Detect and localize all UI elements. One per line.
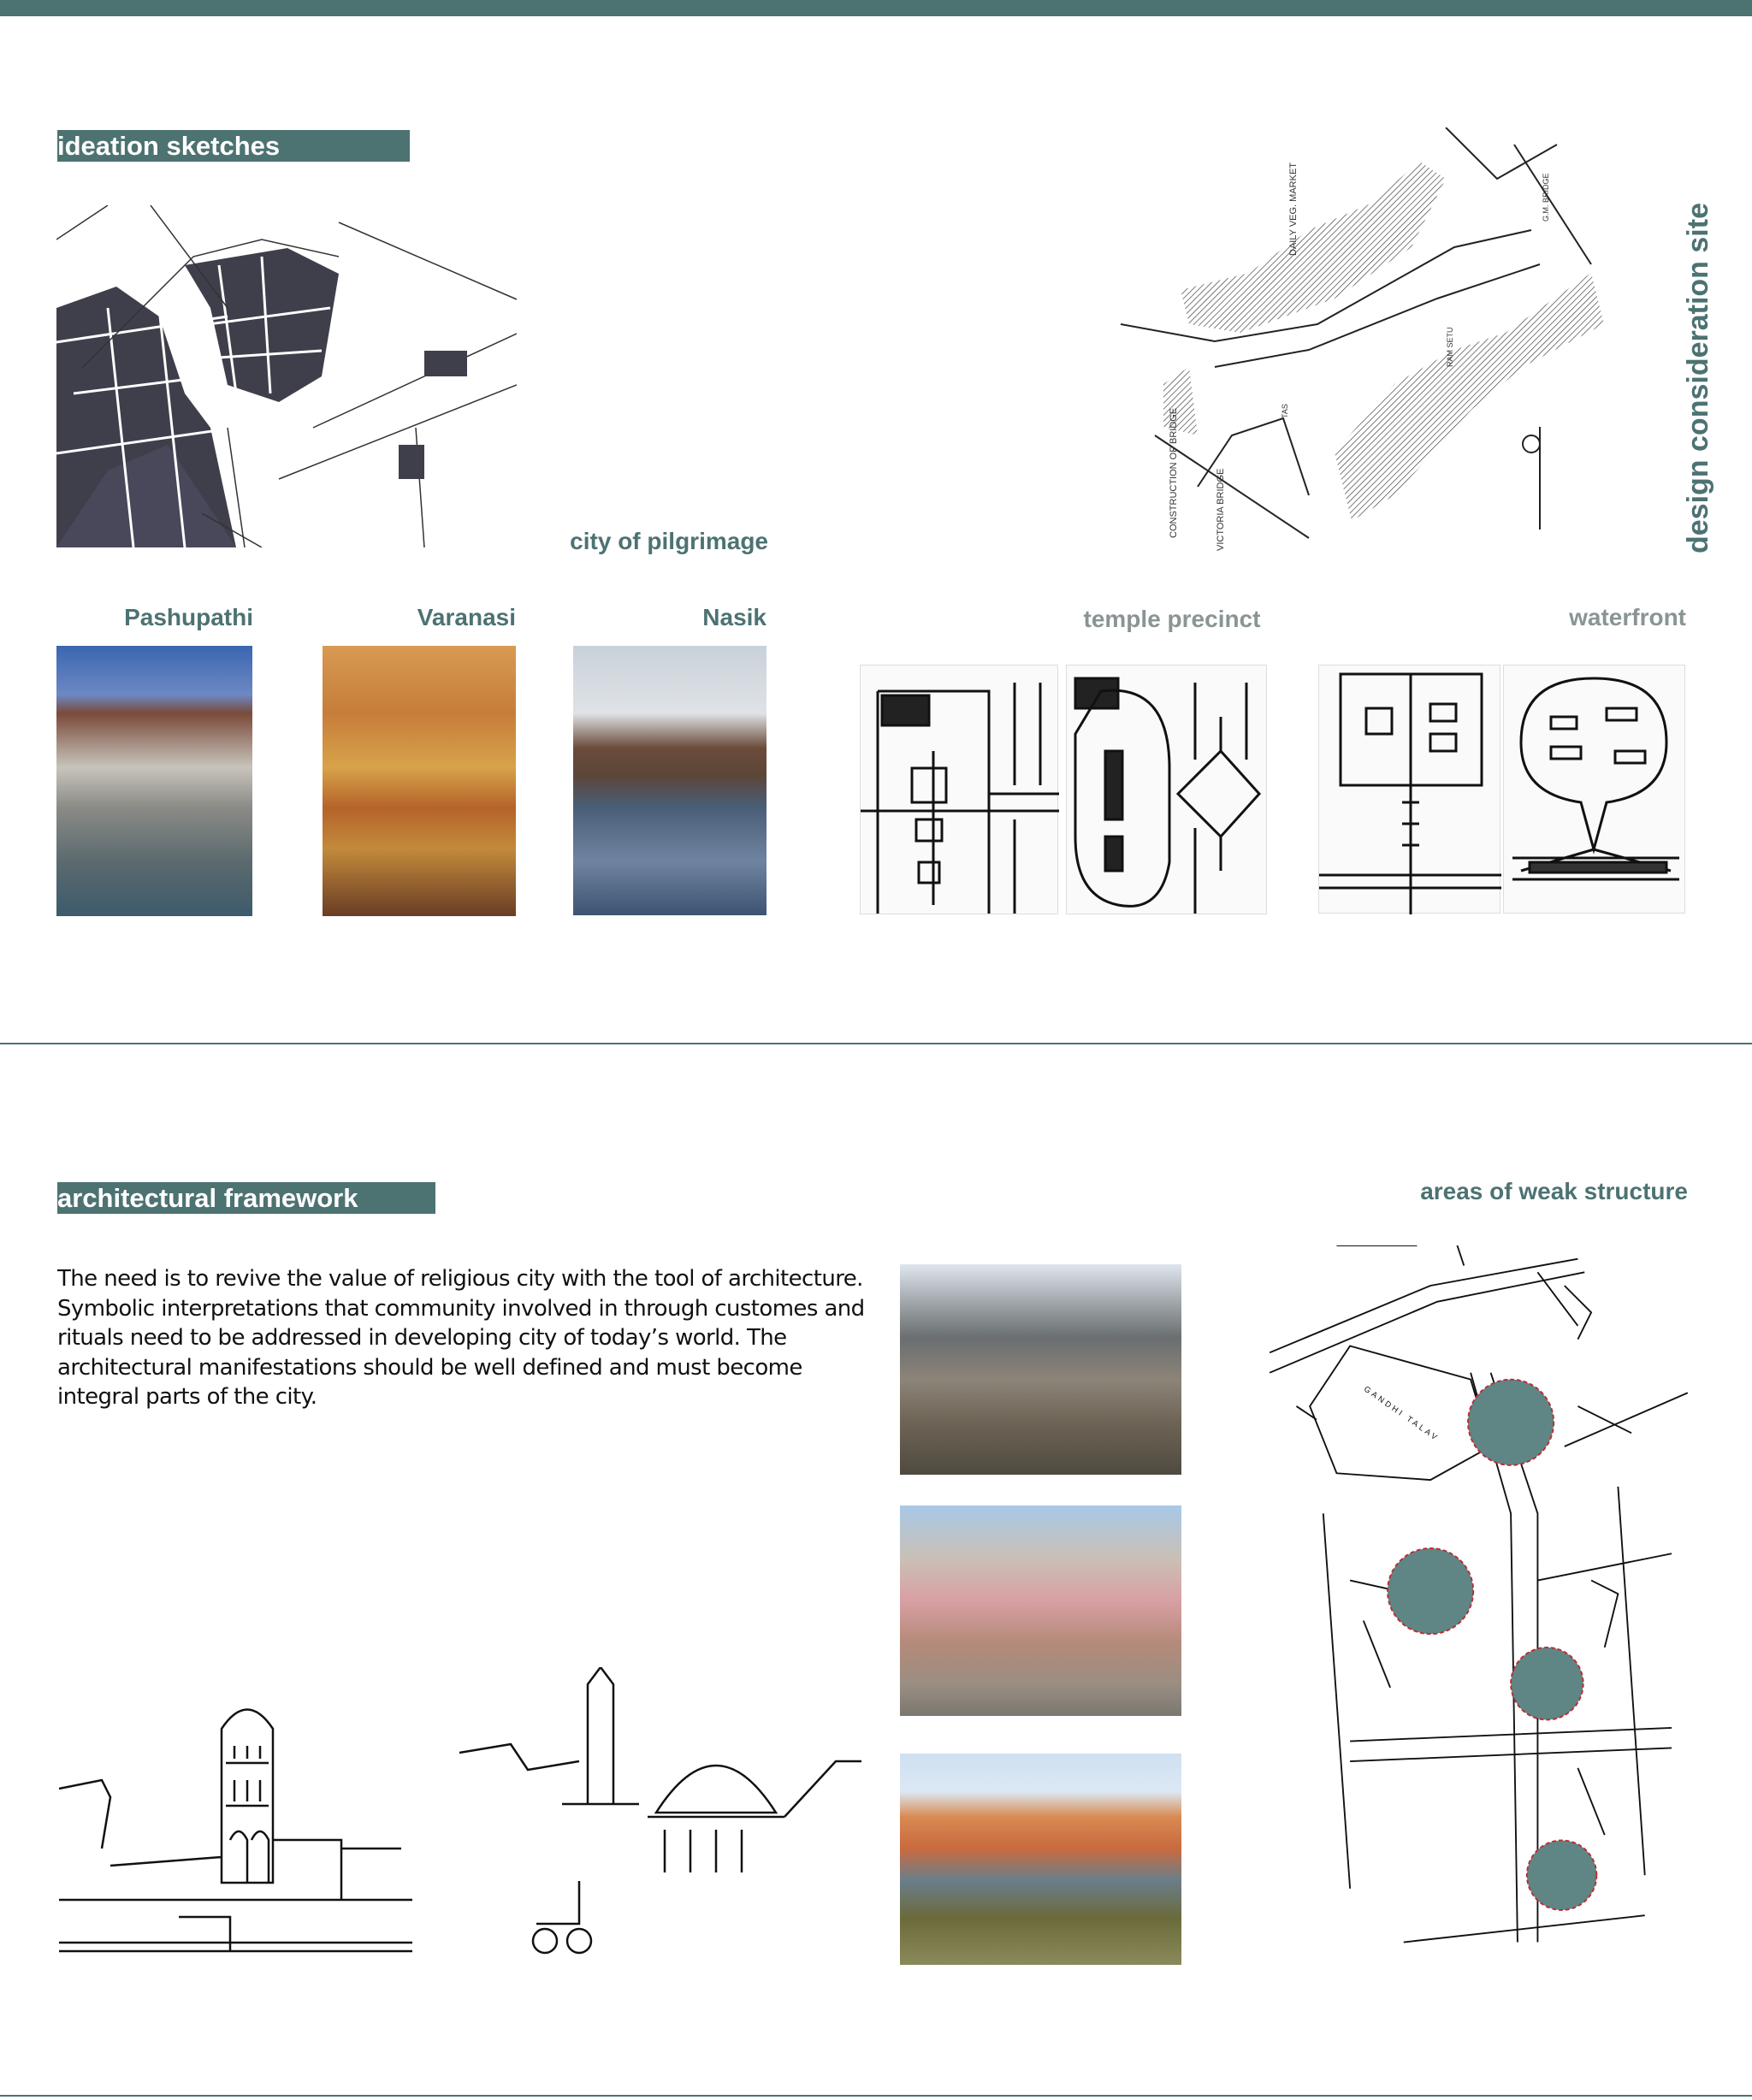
map-label-daily-veg-market: DAILY VEG. MARKET (1288, 163, 1299, 256)
section-title-framework: architectural framework (57, 1182, 435, 1214)
caption-city-of-pilgrimage: city of pilgrimage (570, 528, 768, 554)
photo-pashupathi (56, 646, 252, 916)
label-waterfront: waterfront (1569, 604, 1686, 630)
weak-structure-map: GANDHI TALAV (1270, 1245, 1688, 1962)
map-label-victoria-bridge: VICTORIA BRIDGE (1216, 469, 1226, 551)
map-label-tas: TAS (1281, 404, 1289, 418)
city-figure-ground-map (56, 205, 517, 547)
site-plan-sketch: DAILY VEG. MARKET CONSTRUCTION OF BRIDGE… (1112, 127, 1608, 556)
photo-ghat-market (900, 1264, 1181, 1475)
section-divider (0, 1043, 1752, 1044)
sketch-waterfront-concept (1503, 665, 1685, 914)
photo-temple-street (900, 1505, 1181, 1716)
section-title-ideation: ideation sketches (57, 130, 410, 162)
label-pashupathi: Pashupathi (124, 604, 253, 630)
map-label-gm-bridge: G.M. BRIDGE (1542, 173, 1550, 222)
caption-design-consideration-site: design consideration site (1682, 203, 1714, 553)
weak-area-circle (1467, 1378, 1555, 1466)
top-bar (0, 0, 1752, 16)
weak-area-circle (1387, 1547, 1475, 1636)
framework-description: The need is to revive the value of relig… (57, 1266, 865, 1410)
label-temple-precinct: temple precinct (1083, 606, 1261, 632)
photo-varanasi (323, 646, 516, 916)
sketch-domed-pavilion (459, 1667, 861, 1966)
map-label-construction-of-bridge: CONSTRUCTION OF BRIDGE (1169, 408, 1179, 538)
sketch-temple-precinct-plan (860, 665, 1059, 914)
sketch-temple-tower (59, 1695, 412, 1962)
map-label-gandhi-talav: GANDHI TALAV (1363, 1384, 1441, 1443)
label-nasik: Nasik (702, 604, 766, 630)
sketch-temple-precinct-concept (1066, 665, 1267, 914)
sketch-waterfront-plan (1318, 665, 1501, 914)
caption-areas-of-weak-structure: areas of weak structure (1420, 1178, 1688, 1204)
label-varanasi: Varanasi (417, 604, 516, 630)
photo-waterfront-building (900, 1754, 1181, 1965)
weak-area-circle (1525, 1839, 1598, 1911)
weak-area-circle (1510, 1646, 1584, 1721)
bottom-divider (0, 2095, 1752, 2097)
photo-nasik (573, 646, 766, 915)
map-label-ram-setu: RAM SETU (1446, 327, 1454, 367)
